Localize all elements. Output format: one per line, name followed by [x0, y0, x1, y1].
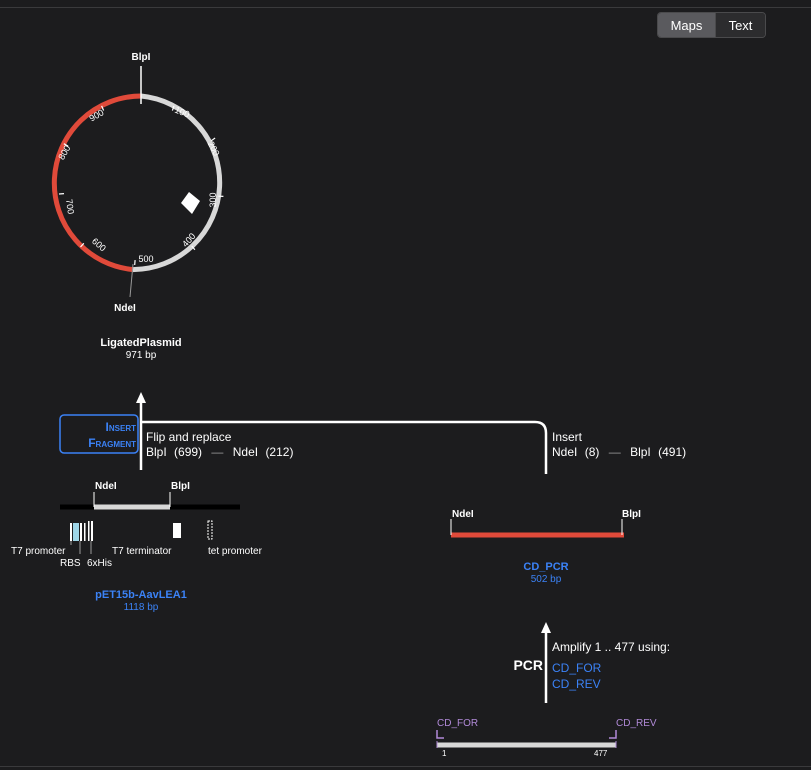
top-divider [0, 7, 811, 8]
insert-info: Insert NdeI (8) — BlpI (491) [552, 430, 686, 459]
pcr-amplify-text: Amplify 1 .. 477 using: [552, 640, 670, 654]
feature-rbs: RBS [60, 558, 81, 569]
pcr-label: PCR [513, 657, 543, 673]
feature-t7-terminator: T7 terminator [112, 546, 172, 557]
vector-blpi-label: BlpI [171, 481, 190, 492]
tick-300: 300 [208, 192, 218, 207]
plasmid-map[interactable]: 100 200 300 400 500 600 700 800 900 BlpI… [51, 52, 224, 361]
insert-fragment-line2: Fragment [88, 436, 136, 450]
pcr-blpi-label: BlpI [622, 509, 641, 520]
insert-fragment-line1: Insert [106, 420, 137, 434]
pcr-ndei-label: NdeI [452, 509, 474, 520]
svg-text:BlpI (699) —: BlpI (699) — NdeI (212) [146, 445, 293, 459]
flip-site1: BlpI [146, 445, 167, 459]
template-map[interactable]: CD_FOR CD_REV 1 477 [436, 718, 657, 758]
plasmid-length: 971 bp [126, 350, 157, 361]
reverse-primer-mark [609, 730, 617, 739]
tick-700: 700 [64, 198, 76, 214]
template-primer-right-label: CD_REV [616, 718, 657, 729]
vector-feature-glyphs [70, 520, 213, 541]
pcr-step: PCR Amplify 1 .. 477 using: CD_FOR CD_RE… [513, 622, 670, 703]
feature-6xhis: 6xHis [87, 558, 112, 569]
tick-800: 800 [56, 143, 72, 161]
insert-dash: — [609, 445, 621, 459]
insert-fragment-button[interactable]: Insert Fragment [59, 414, 139, 454]
template-primer-left-label: CD_FOR [437, 718, 478, 729]
vector-ndei-label: NdeI [95, 481, 117, 492]
vector-length: 1118 bp [124, 602, 159, 613]
plasmid-ndei-label: NdeI [114, 303, 136, 314]
plasmid-blpi-label: BlpI [132, 52, 151, 63]
insert-pos1: (8) [585, 445, 600, 459]
pcr-primer-reverse-link[interactable]: CD_REV [552, 677, 601, 691]
insert-pos2: (491) [658, 445, 686, 459]
plasmid-name: LigatedPlasmid [100, 337, 181, 349]
bottom-divider [0, 766, 811, 767]
svg-text:NdeI (8) —: NdeI (8) — BlpI (491) [552, 445, 686, 459]
assembly-connector [136, 392, 548, 474]
maps-tab[interactable]: Maps [658, 13, 715, 37]
pcr-primer-forward-link[interactable]: CD_FOR [552, 661, 602, 675]
tick-200: 200 [206, 140, 222, 158]
ndei-marker [129, 263, 134, 298]
tick-600: 600 [90, 236, 108, 253]
pcr-product-map[interactable]: NdeI BlpI CD_PCR 502 bp [450, 509, 641, 585]
vector-name[interactable]: pET15b-AavLEA1 [95, 589, 187, 601]
flip-pos1: (699) [174, 445, 202, 459]
text-tab[interactable]: Text [715, 13, 765, 37]
insert-site1: NdeI [552, 445, 577, 459]
flip-replace-info: Flip and replace BlpI (699) — NdeI (212) [146, 430, 293, 459]
insert-title: Insert [552, 430, 583, 444]
view-toggle: Maps Text [657, 12, 766, 38]
insert-site2: BlpI [630, 445, 651, 459]
vector-map[interactable]: NdeI BlpI T7 promoter RBS 6xHis T7 term [11, 481, 263, 613]
plasmid-insert-arc [51, 93, 142, 273]
flip-title: Flip and replace [146, 430, 232, 444]
forward-primer-mark [436, 730, 444, 739]
pcr-product-name[interactable]: CD_PCR [523, 561, 568, 573]
tick-500: 500 [138, 254, 153, 264]
flip-pos2: (212) [265, 445, 293, 459]
template-start-label: 1 [442, 749, 447, 758]
template-end-label: 477 [594, 749, 608, 758]
vector-feature-labels: T7 promoter RBS 6xHis T7 terminator tet … [11, 546, 263, 569]
feature-t7-promoter: T7 promoter [11, 546, 66, 557]
pcr-product-length: 502 bp [531, 574, 562, 585]
plasmid-backbone-arc [132, 93, 223, 273]
plasmid-feature-box[interactable] [181, 192, 200, 214]
plasmid-ticks [58, 105, 224, 266]
flip-dash: — [211, 445, 223, 459]
feature-tet-promoter: tet promoter [208, 546, 263, 557]
flip-site2: NdeI [233, 445, 258, 459]
